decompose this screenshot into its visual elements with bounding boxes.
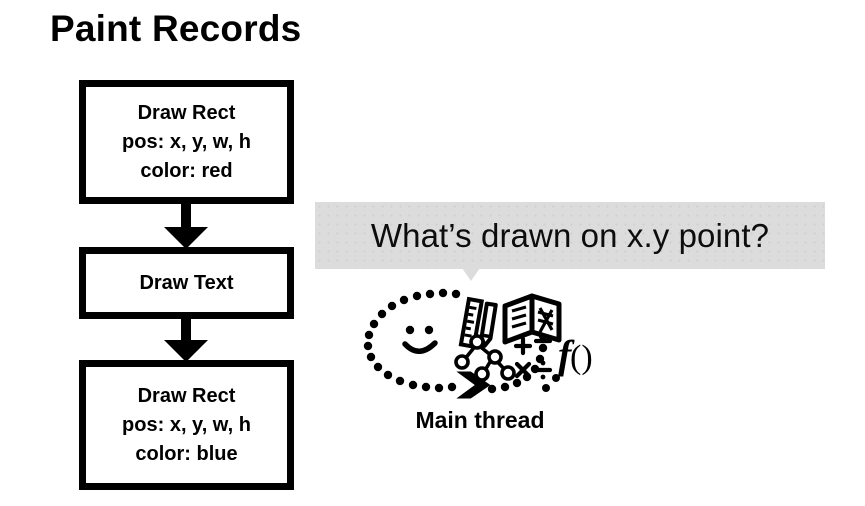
speech-bubble-text: What’s drawn on x.y point? [370, 216, 770, 254]
record-line-title: Draw Rect [137, 101, 236, 124]
record-line-color: color: red [140, 159, 233, 182]
smiley-face-icon [402, 325, 438, 354]
dotted-oval-icon [363, 288, 548, 394]
paint-record-box-draw-rect-blue: Draw Rect pos: x, y, w, h color: blue [79, 360, 294, 490]
record-line-position: pos: x, y, w, h [122, 130, 251, 153]
paint-record-box-draw-text: Draw Text [79, 247, 294, 319]
paint-record-box-draw-rect-red: Draw Rect pos: x, y, w, h color: red [79, 80, 294, 204]
flow-arrow-down-1 [164, 203, 208, 249]
flow-arrow-down-2 [164, 318, 208, 362]
tree-diagram-icon [454, 334, 516, 382]
record-line-title: Draw Rect [137, 384, 236, 407]
ruler-icon [458, 296, 485, 349]
record-line-title: Draw Text [139, 271, 234, 294]
chevron-arrow-icon [456, 371, 491, 399]
thinking-illustration: f () [360, 286, 600, 404]
function-notation-icon: f () [558, 332, 593, 377]
speech-bubble: What’s drawn on x.y point? [315, 202, 825, 269]
open-book-icon [502, 293, 562, 345]
svg-text:f: f [558, 332, 575, 377]
record-line-position: pos: x, y, w, h [122, 413, 251, 436]
arrow-shaft [181, 203, 191, 229]
speech-bubble-tail-icon [462, 268, 480, 281]
svg-text:(): () [570, 339, 593, 376]
math-symbols-icon [513, 336, 560, 392]
page-title: Paint Records [50, 8, 302, 49]
arrow-head-icon [164, 340, 208, 362]
record-line-color: color: blue [135, 442, 238, 465]
arrow-shaft [181, 318, 191, 342]
main-thread-label: Main thread [415, 407, 545, 433]
arrow-head-icon [164, 227, 208, 249]
